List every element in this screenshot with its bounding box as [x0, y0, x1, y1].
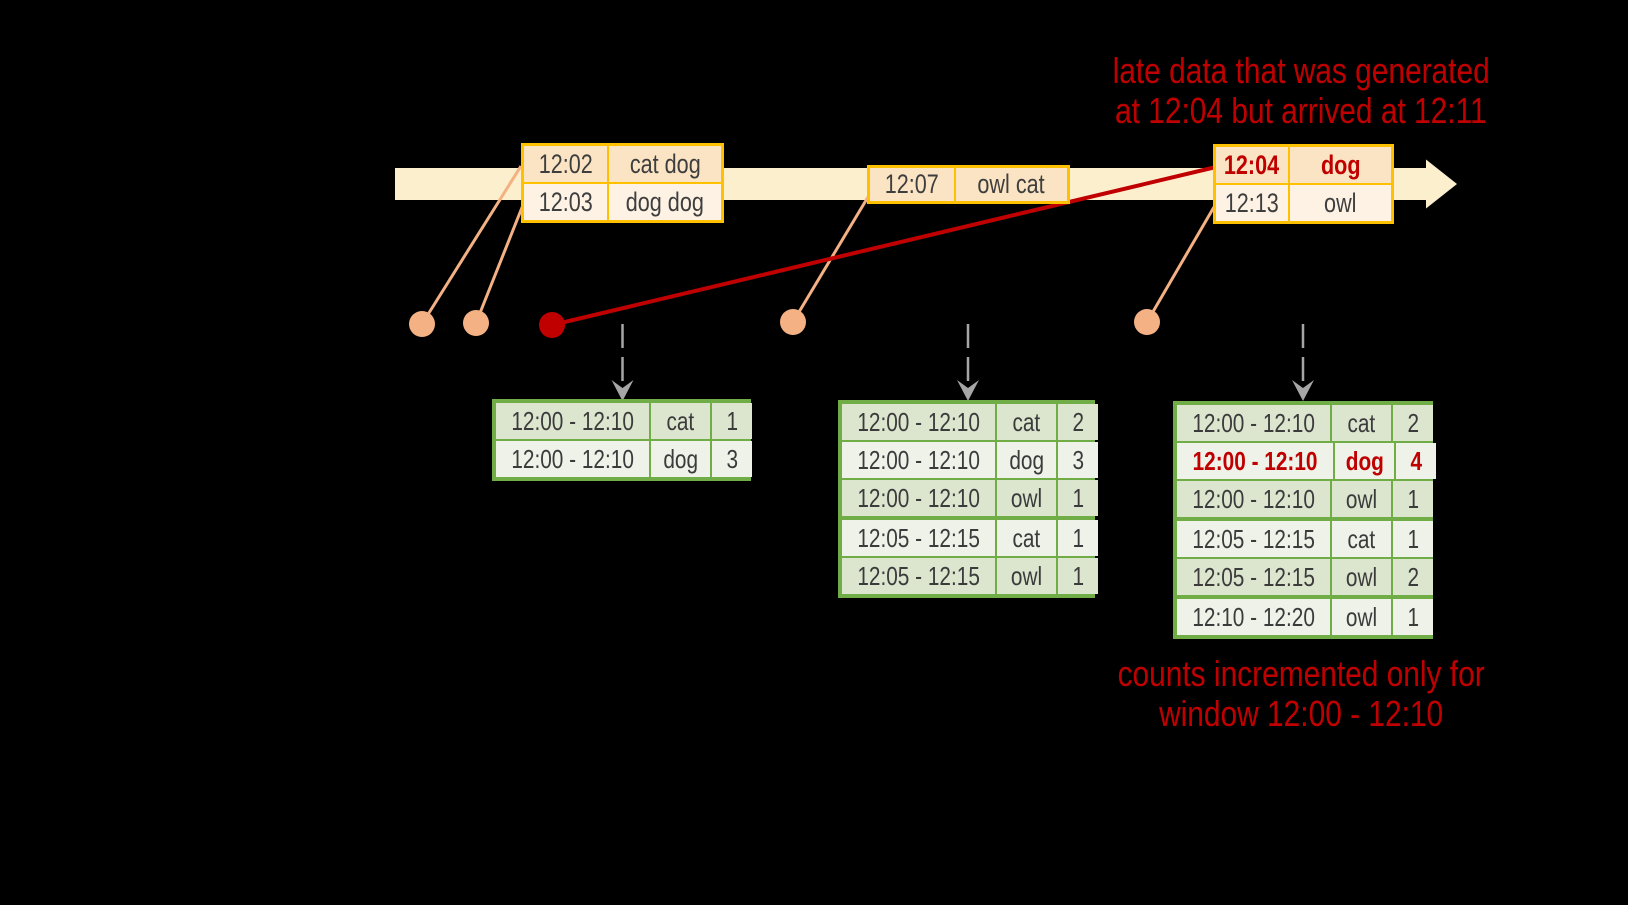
- table-row: 12:00 - 12:10 cat 2: [842, 404, 1099, 440]
- counts-annotation-line1: counts incremented only for: [1117, 653, 1485, 694]
- window-cell: 12:05 - 12:15: [842, 558, 996, 594]
- table-row: 12:00 - 12:10 owl 1: [842, 480, 1099, 516]
- updated-table-row: 12:00 - 12:10 dog 4: [1177, 443, 1437, 479]
- late-data-annotation-line2: at 12:04 but arrived at 12:11: [1115, 90, 1487, 131]
- count-cell: 1: [712, 403, 753, 439]
- word-cell: owl: [1332, 559, 1392, 595]
- table-row: 12:05 - 12:15 cat 1: [1177, 521, 1434, 557]
- word-cell: cat: [1332, 405, 1392, 441]
- counts-annotation-line2: window 12:00 - 12:10: [1158, 693, 1444, 734]
- event-row: 12:13 owl: [1216, 185, 1391, 221]
- connector-line-1203: [474, 204, 525, 324]
- word-cell: owl: [1332, 481, 1392, 517]
- count-cell: 2: [1393, 405, 1434, 441]
- window-cell: 12:00 - 12:10: [496, 403, 650, 439]
- event-words: dog: [1290, 147, 1391, 183]
- event-words: owl cat: [956, 168, 1067, 201]
- word-cell: owl: [997, 558, 1057, 594]
- event-words: dog dog: [609, 184, 721, 220]
- word-cell: cat: [1332, 521, 1392, 557]
- event-words: cat dog: [609, 146, 721, 182]
- event-dot-1203: [463, 310, 489, 336]
- window-cell: 12:05 - 12:15: [842, 520, 996, 556]
- window-cell: 12:00 - 12:10: [842, 442, 996, 478]
- window-cell: 12:05 - 12:15: [1177, 559, 1331, 595]
- table-row: 12:00 - 12:10 cat 1: [496, 403, 753, 439]
- count-cell: 2: [1393, 559, 1434, 595]
- event-time: 12:04: [1216, 147, 1288, 183]
- table-row: 12:00 - 12:10 owl 1: [1177, 481, 1434, 517]
- event-time: 12:03: [524, 184, 607, 220]
- window-cell: 12:00 - 12:10: [842, 480, 996, 516]
- late-data-line: [551, 165, 1217, 327]
- table-row: 12:00 - 12:10 cat 2: [1177, 405, 1434, 441]
- event-box-1207: 12:07 owl cat: [867, 165, 1070, 204]
- word-cell: dog: [1335, 443, 1395, 479]
- window-cell: 12:00 - 12:10: [496, 441, 650, 477]
- event-dot-1213: [1134, 309, 1160, 335]
- word-cell: owl: [997, 480, 1057, 516]
- count-cell: 1: [1058, 558, 1099, 594]
- table-row: 12:00 - 12:10 dog 3: [496, 441, 753, 477]
- late-event-dot-1204: [539, 312, 565, 338]
- connector-line-1202: [420, 165, 523, 325]
- word-cell: dog: [997, 442, 1057, 478]
- event-time: 12:07: [870, 168, 954, 201]
- word-cell: dog: [651, 441, 711, 477]
- counts-annotation: counts incremented only for window 12:00…: [1066, 654, 1536, 734]
- event-words: owl: [1290, 185, 1391, 221]
- table-row: 12:05 - 12:15 cat 1: [842, 520, 1099, 556]
- table-row: 12:00 - 12:10 dog 3: [842, 442, 1099, 478]
- window-cell: 12:10 - 12:20: [1177, 599, 1331, 635]
- window-cell: 12:00 - 12:10: [1177, 443, 1334, 479]
- late-data-annotation: late data that was generated at 12:04 bu…: [1066, 51, 1536, 131]
- table-row: 12:05 - 12:15 owl 1: [842, 558, 1099, 594]
- event-time: 12:02: [524, 146, 607, 182]
- result-table-1: 12:00 - 12:10 cat 1 12:00 - 12:10 dog 3: [492, 399, 753, 481]
- event-row: 12:07 owl cat: [870, 168, 1067, 201]
- count-cell: 3: [712, 441, 753, 477]
- word-cell: cat: [997, 404, 1057, 440]
- word-cell: owl: [1332, 599, 1392, 635]
- count-cell: 1: [1393, 521, 1434, 557]
- event-dots: [409, 309, 1160, 338]
- connector-line-1213: [1145, 206, 1216, 323]
- count-cell: 1: [1058, 480, 1099, 516]
- count-cell: 2: [1058, 404, 1099, 440]
- event-box-1204-1213: 12:04 dog 12:13 owl: [1213, 144, 1394, 224]
- word-cell: cat: [997, 520, 1057, 556]
- event-time: 12:13: [1216, 185, 1288, 221]
- window-cell: 12:05 - 12:15: [1177, 521, 1331, 557]
- late-event-row: 12:04 dog: [1216, 147, 1391, 183]
- count-cell: 1: [1393, 481, 1434, 517]
- event-dot-1202: [409, 311, 435, 337]
- word-cell: cat: [651, 403, 711, 439]
- trigger-arrow-2: [957, 324, 979, 401]
- count-cell: 1: [1393, 599, 1434, 635]
- window-cell: 12:00 - 12:10: [1177, 405, 1331, 441]
- trigger-arrows: [611, 324, 1314, 401]
- trigger-arrow-3: [1292, 324, 1314, 401]
- event-box-1202-1203: 12:02 cat dog 12:03 dog dog: [521, 143, 724, 223]
- table-row: 12:10 - 12:20 owl 1: [1177, 599, 1434, 635]
- trigger-arrow-1: [611, 324, 634, 401]
- result-table-3: 12:00 - 12:10 cat 2 12:00 - 12:10 dog 4 …: [1173, 401, 1437, 639]
- window-cell: 12:00 - 12:10: [1177, 481, 1331, 517]
- count-cell: 4: [1396, 443, 1437, 479]
- result-table-2: 12:00 - 12:10 cat 2 12:00 - 12:10 dog 3 …: [838, 400, 1099, 598]
- table-row: 12:05 - 12:15 owl 2: [1177, 559, 1434, 595]
- event-row: 12:03 dog dog: [524, 184, 721, 220]
- window-cell: 12:00 - 12:10: [842, 404, 996, 440]
- event-dot-1207: [780, 309, 806, 335]
- count-cell: 1: [1058, 520, 1099, 556]
- event-row: 12:02 cat dog: [524, 146, 721, 182]
- count-cell: 3: [1058, 442, 1099, 478]
- late-data-annotation-line1: late data that was generated: [1112, 50, 1490, 91]
